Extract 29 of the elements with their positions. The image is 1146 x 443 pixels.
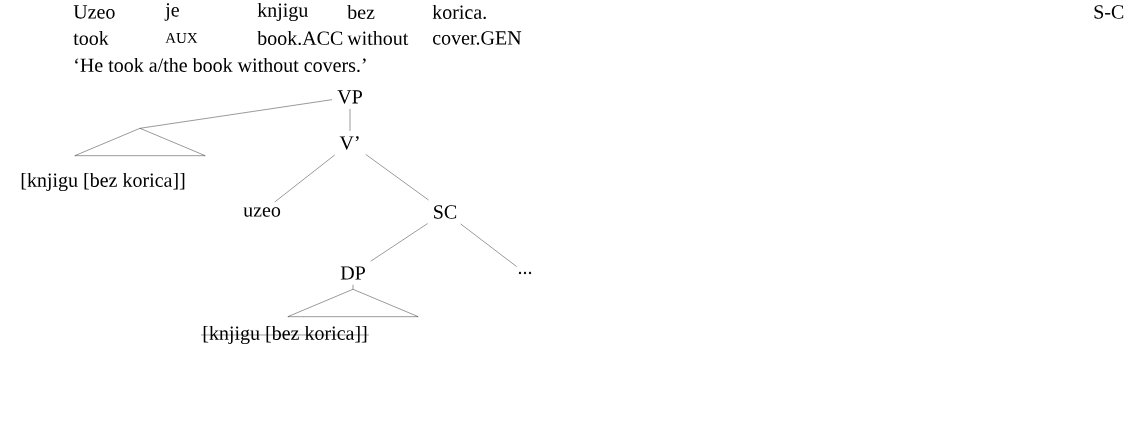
phrase-label: [knjigu [bez korica]]	[21, 172, 185, 192]
branch-line	[352, 284, 354, 290]
tree-label: ...	[518, 271, 532, 275]
branch-line	[349, 108, 351, 132]
gloss-word: book.ACC	[257, 30, 343, 46]
struck-phrase: [knjigu [bez korica]]	[200, 325, 370, 345]
tree-label: VP	[337, 90, 362, 104]
branch-line	[370, 223, 428, 262]
tree-label: SC	[434, 205, 457, 219]
gloss-word: je	[164, 3, 179, 21]
gloss-word: took	[73, 30, 109, 45]
gloss-word: cover.GEN	[433, 31, 522, 45]
triangle-shape	[74, 128, 206, 156]
branch-line	[460, 223, 517, 267]
gloss-word: ‘He took a/the book without covers.’	[75, 57, 366, 73]
tree-label: uzeo	[243, 207, 281, 217]
gloss-word: bez	[347, 4, 375, 19]
branch-line	[274, 154, 335, 203]
tree-label: V’	[339, 136, 359, 150]
gloss-word: S-C	[1094, 5, 1124, 19]
gloss-word: AUX	[165, 32, 198, 43]
branch-line	[365, 154, 429, 201]
gloss-word: korica.	[432, 4, 486, 20]
gloss-word: knjigu	[257, 2, 308, 22]
gloss-word: Uzeo	[73, 5, 115, 19]
triangle-shape	[287, 289, 419, 317]
tree-label: DP	[340, 266, 365, 280]
gloss-word: without	[347, 30, 409, 45]
branch-line	[139, 99, 333, 129]
